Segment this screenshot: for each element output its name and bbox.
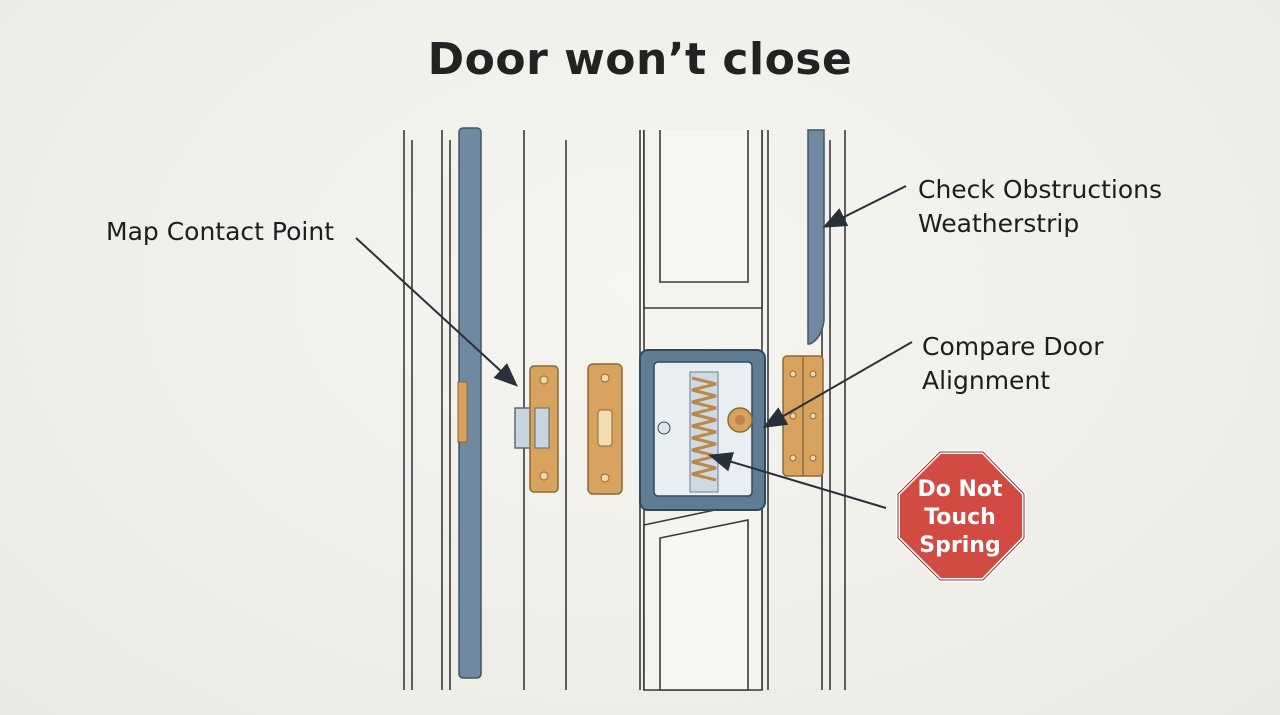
callout-alignment-line-2: Alignment: [922, 366, 1051, 395]
callout-map-contact-text: Map Contact Point: [106, 217, 334, 246]
stop-sign-line-1: Do Not: [917, 477, 1003, 502]
right-door-frame: [821, 130, 846, 690]
upper-door-panel: [643, 130, 763, 309]
arrow-map-contact: [355, 237, 518, 387]
callout-compare-alignment: Compare Door Alignment: [922, 330, 1103, 398]
callout-check-obstructions: Check Obstructions Weatherstrip: [918, 173, 1162, 241]
callout-obstructions-line-2: Weatherstrip: [918, 209, 1080, 238]
arrow-obstructions: [822, 185, 907, 228]
small-strike-edge: [457, 381, 468, 443]
spring-coil: [691, 376, 717, 482]
callout-obstructions-line-1: Check Obstructions: [918, 175, 1163, 204]
callout-alignment-line-1: Compare Door: [922, 332, 1104, 361]
stop-sign-line-2: Touch: [924, 505, 996, 530]
callout-map-contact-point: Map Contact Point: [106, 215, 334, 249]
page-title: Door won’t close: [427, 34, 853, 85]
stop-sign-line-3: Spring: [919, 533, 1001, 558]
right-weatherstrip: [807, 129, 825, 345]
left-door-frame: [403, 130, 567, 690]
lower-door-panel: [643, 499, 763, 691]
stop-sign-text: Do Not Touch Spring: [900, 476, 1020, 560]
arrow-spring: [708, 452, 887, 509]
arrow-alignment: [762, 341, 913, 428]
